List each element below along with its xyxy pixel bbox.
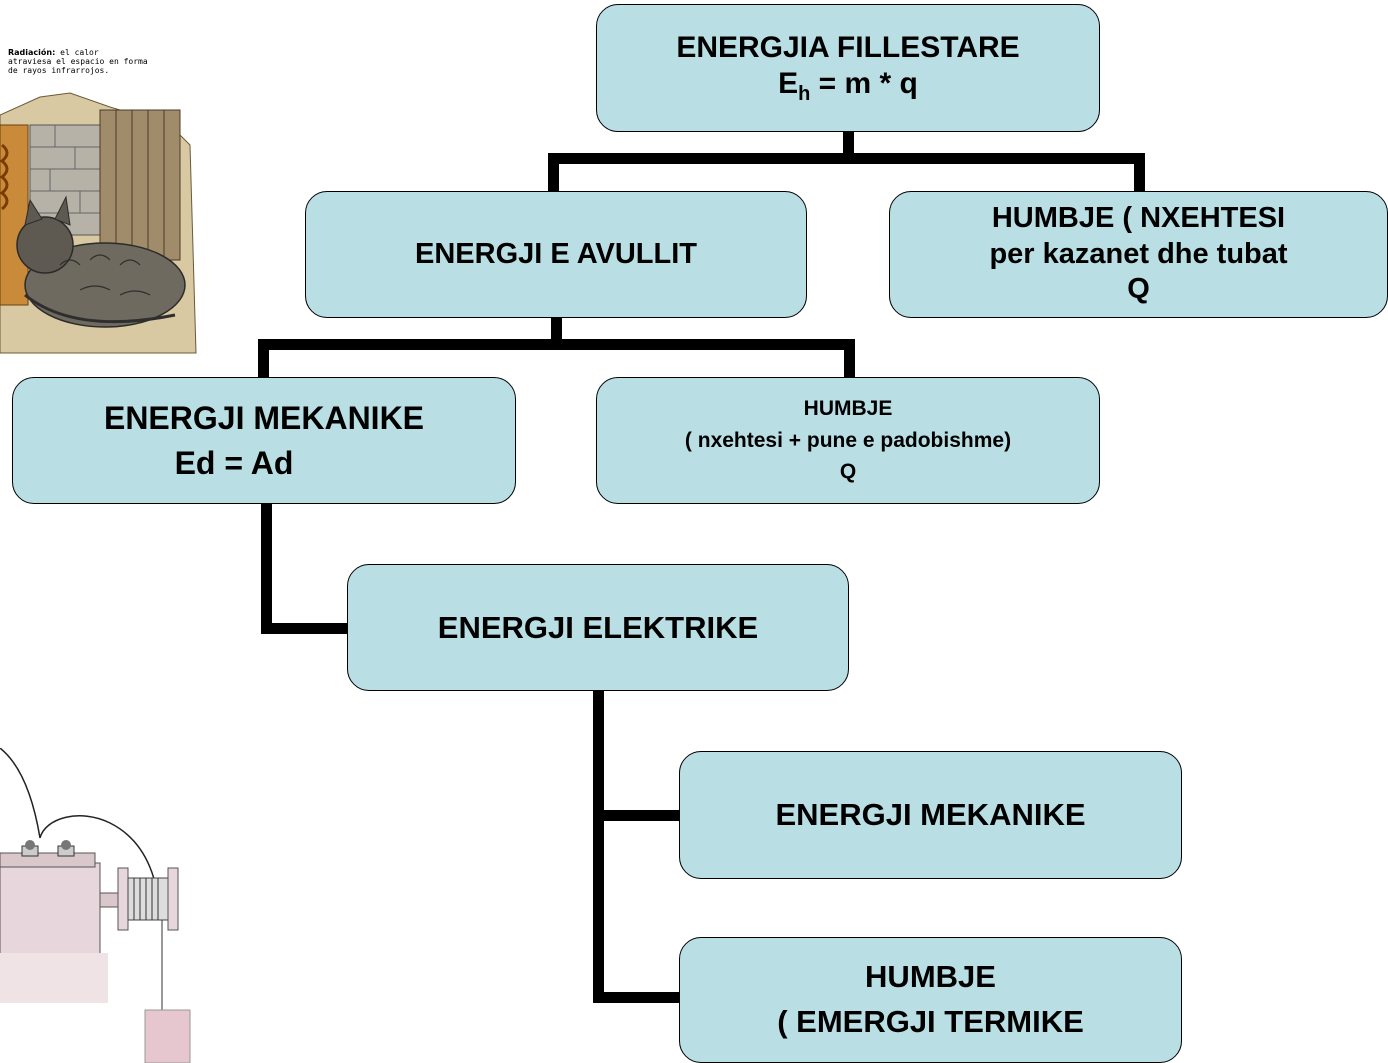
node-loss1-line2: per kazanet dhe tubat (989, 237, 1288, 270)
connector-to-loss3 (593, 992, 682, 1003)
node-elec-label: ENERGJI ELEKTRIKE (437, 609, 759, 645)
connector-to-mech2 (593, 810, 682, 821)
node-mech2-label: ENERGJI MEKANIKE (775, 797, 1086, 833)
node-mechanical-energy-2: ENERGJI MEKANIKE (679, 751, 1182, 879)
node-loss3-line1: HUMBJE (865, 959, 996, 995)
node-mechanical-energy-1: ENERGJI MEKANIKE Ed = Ad (12, 377, 516, 504)
node-loss3-line2: ( EMERGJI TERMIKE (777, 1004, 1084, 1039)
node-loss1-line3: Q (1127, 273, 1150, 306)
connector-elec-down (593, 690, 604, 1003)
connector-root-horizontal (548, 153, 1145, 164)
node-loss2-line3: Q (839, 460, 857, 484)
node-mech1-formula: Ed = Ad (174, 444, 294, 481)
node-root-formula: Eh = m * q (778, 67, 918, 106)
node-loss-boilers: HUMBJE ( NXEHTESI per kazanet dhe tubat … (889, 191, 1388, 318)
connector-to-loss2 (844, 339, 855, 379)
node-electrical-energy: ENERGJI ELEKTRIKE (347, 564, 849, 691)
connector-to-steam (548, 153, 559, 193)
node-root-title: ENERGJIA FILLESTARE (676, 30, 1020, 64)
connector-to-elec (261, 623, 350, 634)
connector-steam-horizontal (258, 339, 855, 350)
cat-wall-illustration (0, 92, 197, 354)
node-mech1-title: ENERGJI MEKANIKE (103, 399, 425, 436)
node-loss1-line1: HUMBJE ( NXEHTESI (991, 202, 1286, 235)
radiation-caption: Radiación: el calor atraviesa el espacio… (8, 48, 148, 76)
node-steam-energy: ENERGJI E AVULLIT (305, 191, 807, 318)
connector-root-down (843, 131, 854, 161)
node-root-initial-energy: ENERGJIA FILLESTARE Eh = m * q (596, 4, 1100, 132)
node-loss-thermal: HUMBJE ( EMERGJI TERMIKE (679, 937, 1182, 1063)
motor-winch-illustration (0, 748, 191, 1063)
node-loss2-line2: ( nxehtesi + pune e padobishme) (684, 428, 1012, 452)
connector-to-mech1 (258, 339, 269, 379)
node-loss2-line1: HUMBJE (803, 397, 893, 421)
connector-mech1-down (261, 503, 272, 634)
connector-steam-down (551, 317, 562, 347)
node-loss-heat-work: HUMBJE ( nxehtesi + pune e padobishme) Q (596, 377, 1100, 504)
node-steam-label: ENERGJI E AVULLIT (415, 237, 697, 270)
connector-to-loss1 (1134, 153, 1145, 193)
